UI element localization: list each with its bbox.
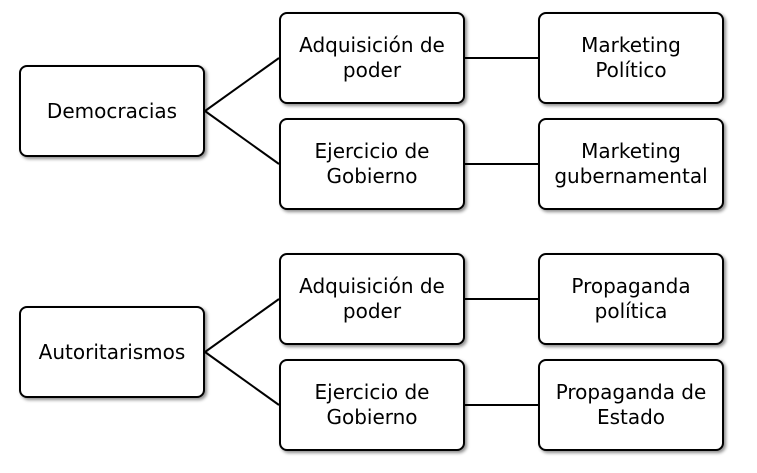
connector-democracias-adquisicion [204, 57, 280, 112]
node-democracias-adquisicion-de-poder: Adquisición de poder [279, 12, 465, 104]
connector-autoritarismos-adquisicion [204, 298, 280, 353]
connector-autoritarismos-ejercicio [204, 351, 280, 406]
node-democracias-ejercicio-de-gobierno: Ejercicio de Gobierno [279, 118, 465, 210]
node-label: Propaganda política [571, 274, 691, 323]
node-democracias-label: Democracias [46, 98, 178, 123]
node-label: Adquisición de poder [299, 33, 445, 82]
node-marketing-gubernamental: Marketing gubernamental [538, 118, 724, 210]
node-autoritarismos: Autoritarismos [19, 306, 205, 398]
node-propaganda-politica: Propaganda política [538, 253, 724, 345]
node-label: Adquisición de poder [299, 274, 445, 323]
node-label: Ejercicio de Gobierno [314, 139, 430, 188]
node-autoritarismos-label: Autoritarismos [38, 339, 186, 364]
node-label: Marketing gubernamental [554, 139, 708, 188]
node-autoritarismos-ejercicio-de-gobierno: Ejercicio de Gobierno [279, 359, 465, 451]
node-marketing-politico: Marketing Político [538, 12, 724, 104]
node-label: Marketing Político [581, 33, 681, 82]
node-democracias: Democracias [19, 65, 205, 157]
node-label: Ejercicio de Gobierno [314, 380, 430, 429]
node-propaganda-de-estado: Propaganda de Estado [538, 359, 724, 451]
connector-democracias-ejercicio [204, 110, 280, 165]
node-label: Propaganda de Estado [555, 380, 707, 429]
node-autoritarismos-adquisicion-de-poder: Adquisición de poder [279, 253, 465, 345]
